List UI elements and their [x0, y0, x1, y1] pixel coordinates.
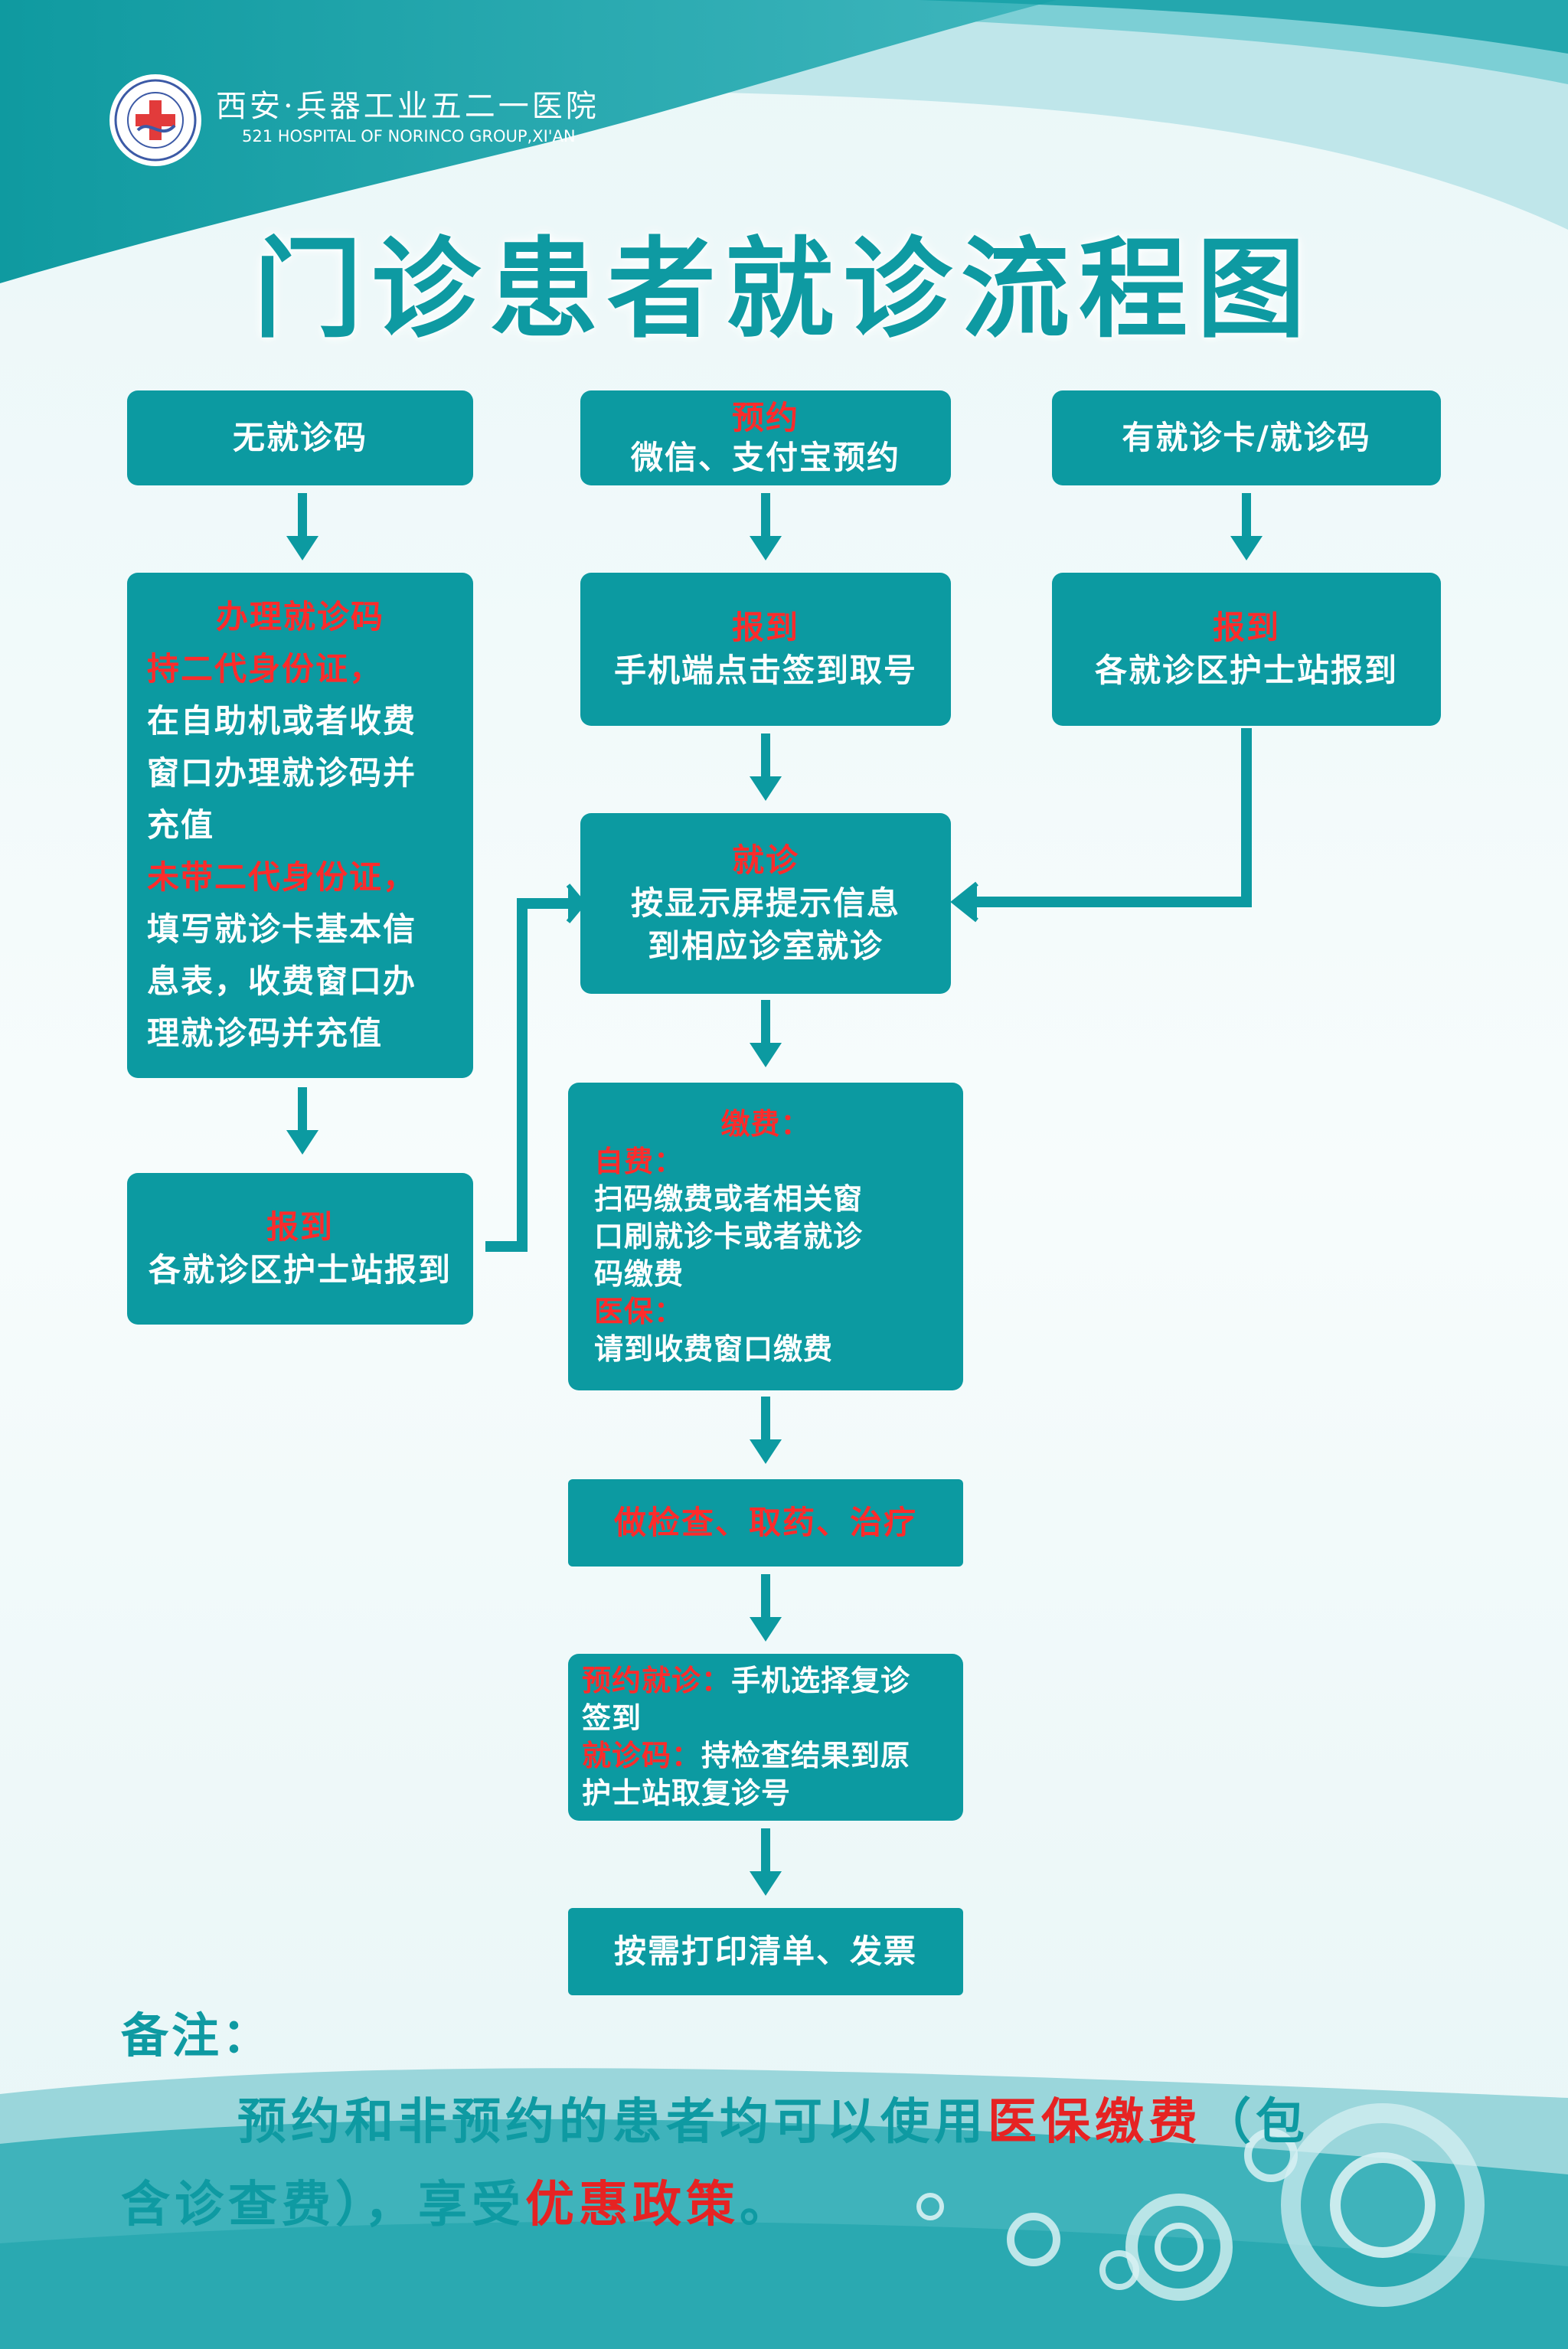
- middle-checkin-box: 报到 手机端点击签到取号: [580, 573, 951, 726]
- payment-box: 缴费： 自费： 扫码缴费或者相关窗 口刷就诊卡或者就诊 码缴费 医保： 请到收费…: [568, 1083, 963, 1390]
- hospital-name-english: 521 HOSPITAL OF NORINCO GROUP,XI'AN: [242, 127, 576, 145]
- followup-text-2a: 持检查结果到原: [701, 1739, 911, 1772]
- right-checkin-title: 报到: [1212, 609, 1280, 646]
- without-id-label: 未带二代身份证，: [147, 858, 417, 896]
- poster-title: 门诊患者就诊流程图: [253, 227, 1315, 353]
- without-id-text-1: 填写就诊卡基本信: [147, 910, 417, 948]
- with-id-text-1: 在自助机或者收费: [147, 702, 417, 740]
- payment-self-line-3: 码缴费: [594, 1256, 684, 1291]
- arrow-down-icon: [286, 493, 318, 560]
- arrow-down-icon: [750, 1397, 782, 1464]
- payment-title: 缴费：: [720, 1106, 811, 1141]
- followup-label-2: 就诊码：: [582, 1739, 702, 1772]
- exam-box: 做检查、取药、治疗: [568, 1479, 963, 1567]
- register-code-box: 办理就诊码 持二代身份证， 在自助机或者收费 窗口办理就诊码并 充值 未带二代身…: [127, 573, 473, 1078]
- connector-right-arrowhead: [950, 881, 978, 923]
- notes-line-2-c: 。: [740, 2177, 793, 2233]
- notes-line-2-a: 含诊查费），享受: [121, 2177, 525, 2233]
- without-id-text-3: 理就诊码并充值: [147, 1014, 384, 1052]
- with-id-text-2: 窗口办理就诊码并: [147, 754, 417, 792]
- with-id-label: 持二代身份证，: [147, 650, 384, 688]
- left-checkin-box: 报到 各就诊区护士站报到: [127, 1173, 473, 1325]
- middle-checkin-text: 手机端点击签到取号: [613, 652, 917, 689]
- notes-line-1-a: 预约和非预约的患者均可以使用: [237, 2094, 988, 2151]
- start-appointment-text: 微信、支付宝预约: [630, 439, 900, 476]
- arrow-down-icon: [750, 1574, 782, 1642]
- register-code-title: 办理就诊码: [215, 598, 384, 635]
- left-checkin-text: 各就诊区护士站报到: [148, 1251, 452, 1289]
- start-no-code: 无就诊码: [127, 390, 473, 485]
- followup-label-1: 预约就诊：: [582, 1664, 732, 1697]
- visit-box: 就诊 按显示屏提示信息 到相应诊室就诊: [580, 813, 951, 994]
- followup-box: 预约就诊：手机选择复诊 签到 就诊码：持检查结果到原 护士站取复诊号: [568, 1654, 963, 1821]
- arrow-down-icon: [750, 1828, 782, 1896]
- visit-title: 就诊: [731, 841, 799, 879]
- payment-insurance-line: 请到收费窗口缴费: [594, 1331, 834, 1366]
- with-id-text-3: 充值: [147, 806, 215, 844]
- start-appointment: 预约 微信、支付宝预约: [580, 390, 951, 485]
- exam-text: 做检查、取药、治疗: [613, 1504, 917, 1541]
- middle-checkin-title: 报到: [731, 609, 799, 646]
- payment-insurance-label: 医保：: [594, 1294, 684, 1328]
- right-checkin-box: 报到 各就诊区护士站报到: [1052, 573, 1441, 726]
- arrow-down-icon: [750, 733, 782, 801]
- followup-text-1b: 签到: [582, 1701, 642, 1735]
- without-id-text-2: 息表，收费窗口办: [147, 962, 417, 1000]
- arrow-down-icon: [286, 1087, 318, 1155]
- right-checkin-text: 各就诊区护士站报到: [1094, 652, 1398, 689]
- visit-line-2: 到相应诊室就诊: [647, 927, 884, 965]
- arrow-down-icon: [750, 493, 782, 560]
- start-appointment-title: 预约: [731, 399, 799, 436]
- decorative-circles: [916, 2103, 1485, 2307]
- notes-label: 备注：: [121, 2008, 273, 2063]
- start-has-card: 有就诊卡/就诊码: [1052, 390, 1441, 485]
- payment-self-line-2: 口刷就诊卡或者就诊: [594, 1219, 864, 1253]
- followup-text-2b: 护士站取复诊号: [582, 1776, 792, 1810]
- print-box: 按需打印清单、发票: [568, 1908, 963, 1995]
- notes-line-1-c: （包: [1202, 2094, 1309, 2151]
- connector-left-to-visit: [485, 898, 578, 1252]
- payment-self-label: 自费：: [594, 1144, 684, 1178]
- start-no-code-label: 无就诊码: [232, 419, 368, 456]
- followup-text-1a: 手机选择复诊: [731, 1664, 911, 1697]
- notes-line-2: 含诊查费），享受优惠政策。: [121, 2165, 793, 2236]
- print-text: 按需打印清单、发票: [613, 1932, 917, 1970]
- payment-self-line-1: 扫码缴费或者相关窗: [594, 1181, 864, 1216]
- start-has-card-label: 有就诊卡/就诊码: [1122, 419, 1371, 456]
- visit-line-1: 按显示屏提示信息: [630, 884, 900, 922]
- hospital-logo-icon: [109, 74, 201, 166]
- hospital-name: 西安·兵器工业五二一医院: [216, 89, 599, 124]
- arrow-down-icon: [1230, 493, 1263, 560]
- connector-right-to-visit: [965, 728, 1252, 907]
- left-checkin-title: 报到: [266, 1208, 334, 1246]
- notes-line-1: 预约和非预约的患者均可以使用医保缴费（包: [237, 2083, 1309, 2153]
- notes-line-2-highlight: 优惠政策: [525, 2177, 740, 2233]
- notes-line-1-highlight: 医保缴费: [988, 2094, 1202, 2151]
- arrow-down-icon: [750, 1000, 782, 1067]
